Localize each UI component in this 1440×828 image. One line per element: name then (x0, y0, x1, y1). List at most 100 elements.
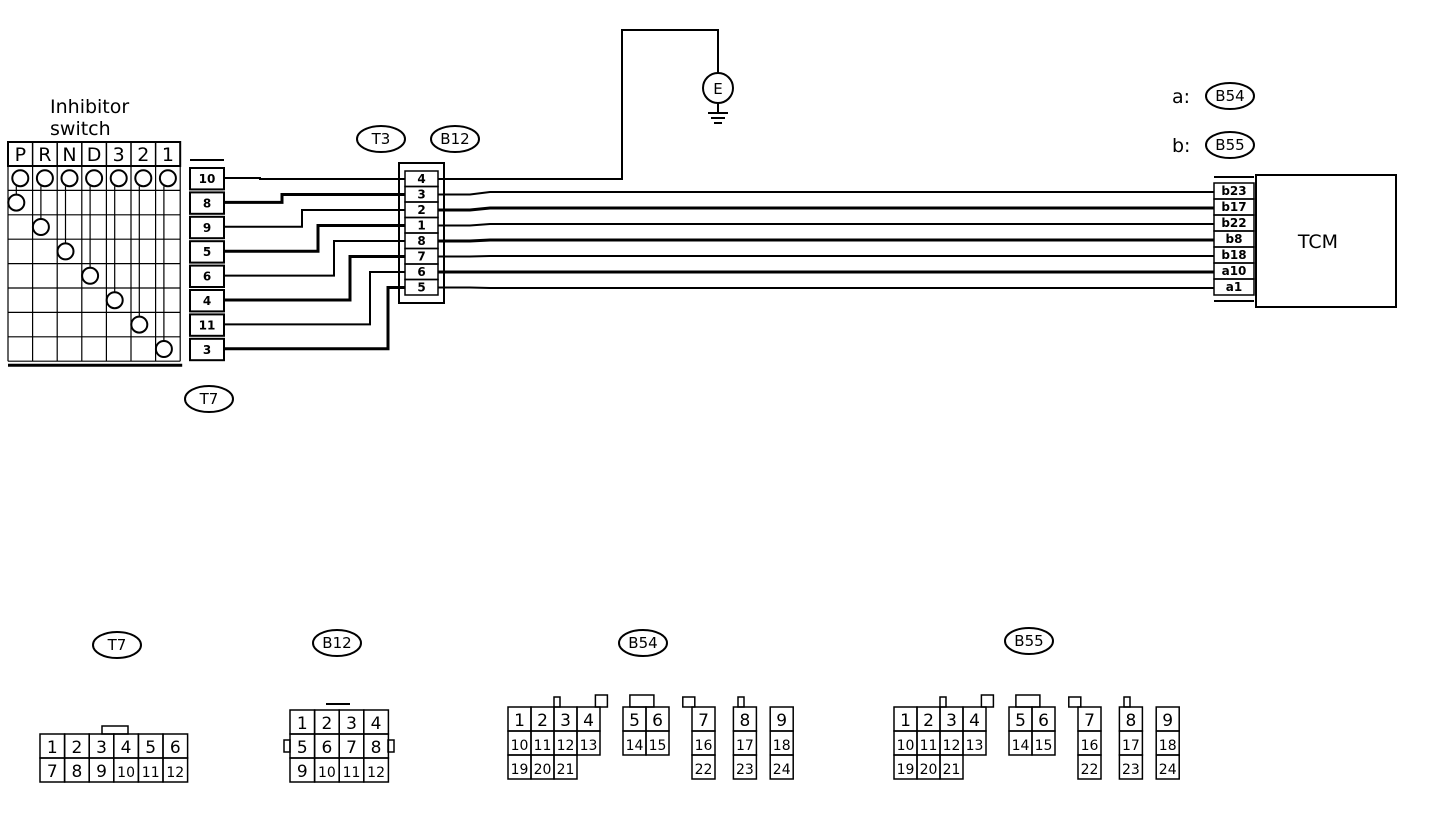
b54-face-cell-9: 9 (776, 711, 787, 731)
b12-pin-5: 5 (417, 281, 425, 295)
connector-label-oval (618, 629, 668, 657)
t7-pin-5: 5 (203, 245, 211, 259)
switch-contact (60, 169, 79, 188)
t7-face-cell-12: 12 (166, 765, 184, 781)
b55-face-cell (1155, 754, 1180, 780)
connector-label-oval (356, 125, 406, 153)
wire-t7-b12 (224, 271, 405, 326)
t7-pin-8: 8 (203, 196, 211, 210)
legend-b-id: B55 (1215, 136, 1244, 154)
switch-position-D: D (87, 144, 102, 166)
wire-b12-tcm (438, 223, 1214, 227)
t7-face-cell-8: 8 (71, 762, 82, 782)
b55-face-key (939, 696, 947, 708)
b54-face-key (682, 696, 696, 708)
t7-face-cell-9: 9 (96, 762, 107, 782)
b54-face-key (594, 694, 609, 708)
switch-position-1: 1 (162, 144, 174, 166)
b54-face-cell-4: 4 (583, 711, 594, 731)
b54-face-cell-16: 16 (695, 738, 713, 754)
tcm-pin-b8: b8 (1226, 232, 1243, 246)
b55-face-cell-19: 19 (897, 762, 915, 778)
t7-face-cell-2: 2 (71, 738, 82, 758)
legend-a-id: B54 (1215, 87, 1244, 105)
switch-contact (56, 242, 75, 261)
t7-face-cell-4: 4 (121, 738, 132, 758)
b54-face-cell (553, 754, 578, 780)
wire-t7-b12 (224, 209, 405, 228)
b54-face-cell-18: 18 (773, 738, 791, 754)
b55-face-cell-10: 10 (897, 738, 915, 754)
b55-face-cell-18: 18 (1159, 738, 1177, 754)
connector-t7-label: T7 (199, 390, 219, 408)
connector-b12-label: B12 (440, 130, 469, 148)
b55-face-key (1068, 696, 1082, 708)
connector-label-oval (184, 385, 234, 413)
b55-face-cell-20: 20 (920, 762, 938, 778)
b55-face-cell-1: 1 (900, 711, 911, 731)
b54-face-cell-23: 23 (736, 762, 754, 778)
t7-face-key (101, 725, 129, 735)
wire-t7-b12 (224, 240, 405, 277)
connector-label-oval (430, 125, 480, 153)
switch-contact (31, 218, 50, 236)
b55-face-cell-22: 22 (1081, 762, 1099, 778)
t7-pin-3: 3 (203, 343, 211, 357)
wire-b12-tcm (438, 255, 1214, 258)
b12-face-cell-11: 11 (343, 765, 361, 781)
switch-position-P: P (15, 144, 26, 166)
b55-face-cell-2: 2 (923, 711, 934, 731)
ground-symbol (702, 72, 734, 104)
b55-face-cell-16: 16 (1081, 738, 1099, 754)
b54-face-cell-11: 11 (534, 738, 552, 754)
wire-t7-b12 (224, 286, 405, 351)
t7-face-cell-3: 3 (96, 738, 107, 758)
t7-pin-10: 10 (199, 172, 216, 186)
inhibitor-switch-title-line2: switch (50, 118, 111, 140)
b12-face-cell-2: 2 (321, 714, 332, 734)
t7-face-cell-1: 1 (47, 738, 58, 758)
b55-face-key (980, 694, 995, 708)
wire-t7-b12 (224, 255, 405, 302)
b54-face-cell-2: 2 (537, 711, 548, 731)
bottom-b54-label: B54 (628, 634, 657, 652)
connector-label-oval (92, 631, 142, 659)
legend-oval (1205, 82, 1255, 110)
b12-pin-6: 6 (417, 265, 425, 279)
b55-face-cell-21: 21 (943, 762, 961, 778)
bottom-b12-label: B12 (322, 634, 351, 652)
t7-face-cell-7: 7 (47, 762, 58, 782)
switch-position-R: R (38, 144, 51, 166)
wire-b12-tcm (438, 206, 1214, 212)
ground-wire (438, 29, 719, 180)
switch-contact (134, 169, 153, 188)
b12-pin-2: 2 (417, 203, 425, 217)
b12-face-cell (363, 757, 390, 783)
b55-face-cell-11: 11 (920, 738, 938, 754)
inhibitor-switch-title: Inhibitor (50, 96, 129, 118)
b54-face-cell-5: 5 (629, 711, 640, 731)
tcm-pin-b18: b18 (1221, 248, 1246, 262)
bottom-t7-label: T7 (107, 636, 127, 654)
b12-face-latch (283, 739, 291, 753)
b12-face-cell-5: 5 (297, 738, 308, 758)
wire-b12-tcm (438, 286, 1214, 289)
b54-face-cell-17: 17 (736, 738, 754, 754)
b12-pin-4: 4 (417, 172, 425, 186)
connector-t3-label: T3 (371, 130, 391, 148)
connector-label-oval (1004, 627, 1054, 655)
b55-face-cell (1077, 754, 1102, 780)
b54-face-cell (769, 754, 794, 780)
b12-face-cell-1: 1 (297, 714, 308, 734)
switch-contact (81, 266, 100, 285)
b54-face-cell-13: 13 (580, 738, 598, 754)
b55-face-cell-6: 6 (1038, 711, 1049, 731)
tcm-pin-b23: b23 (1221, 184, 1246, 198)
b54-face-cell (732, 754, 758, 780)
b55-face-cell-8: 8 (1125, 711, 1136, 731)
b54-face-cell-15: 15 (649, 738, 667, 754)
b12-pin-1: 1 (417, 219, 425, 233)
b54-face-cell-21: 21 (557, 762, 575, 778)
